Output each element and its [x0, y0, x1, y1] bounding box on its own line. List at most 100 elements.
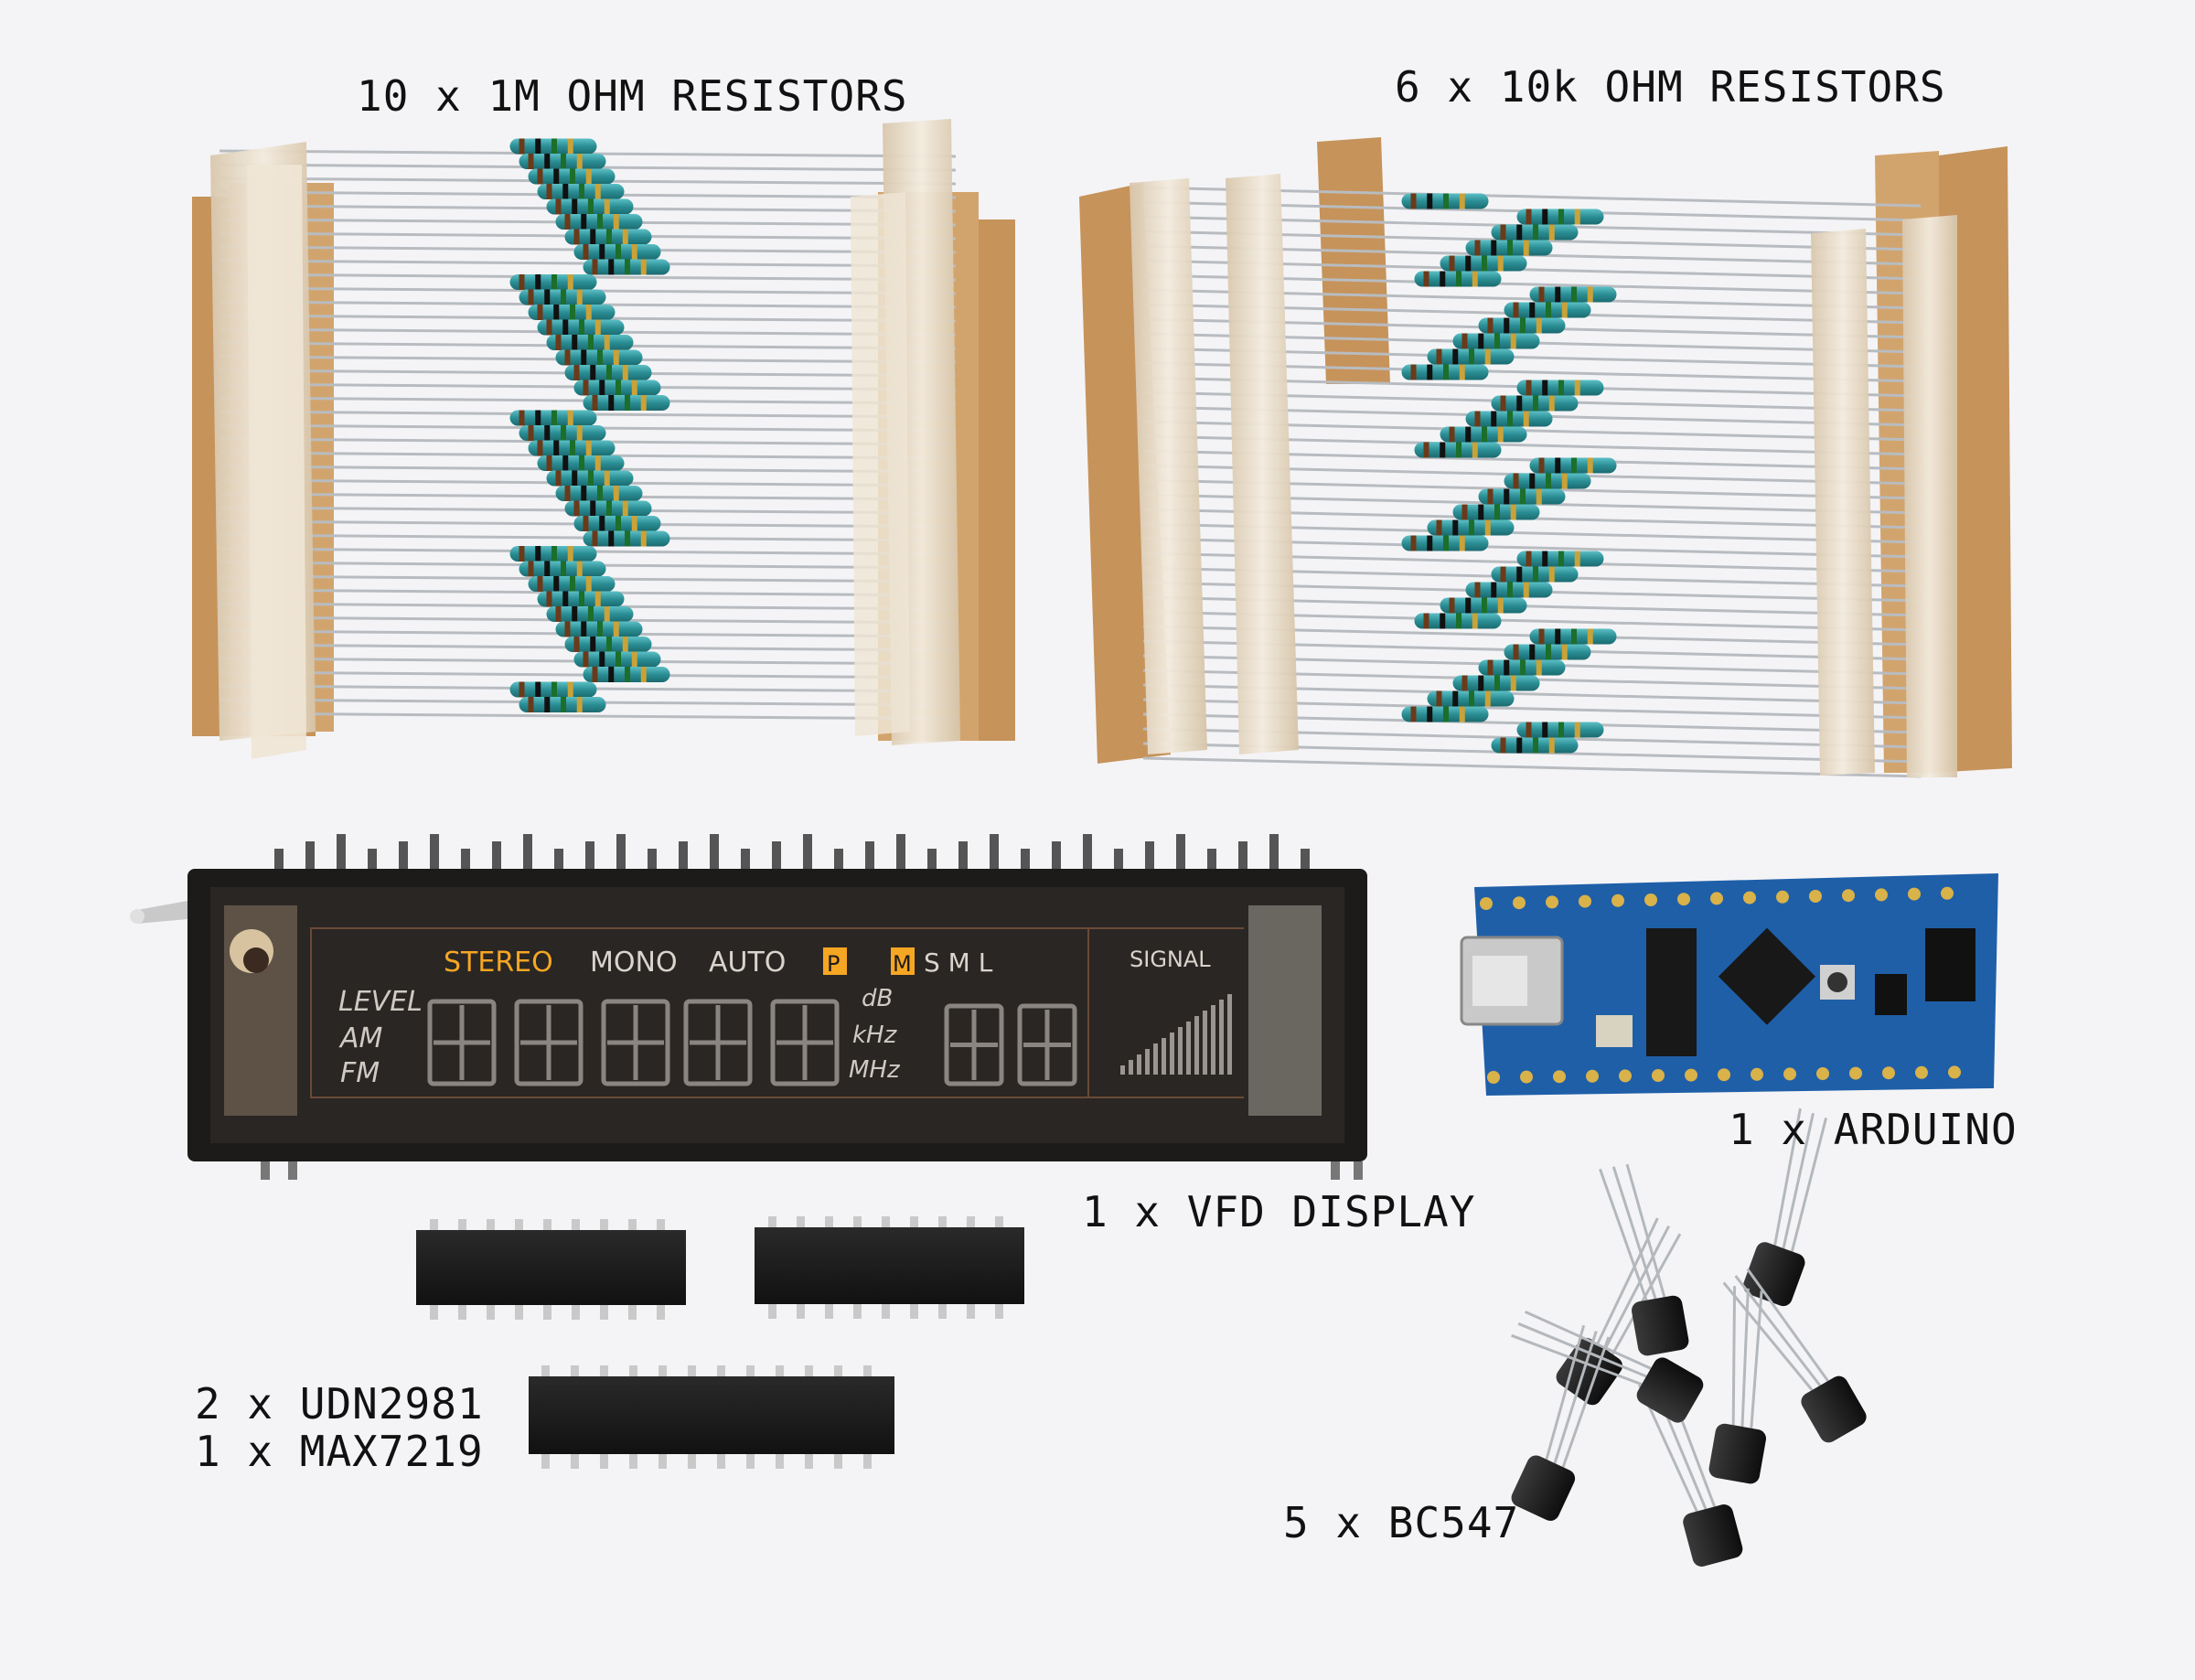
ic-pin [938, 1302, 947, 1319]
header-pad [1644, 894, 1657, 906]
vfd-pin [896, 834, 905, 869]
resistor [509, 138, 597, 155]
vfd-pin [1114, 849, 1123, 869]
resistor [1491, 395, 1579, 412]
ic-udn2981-2 [755, 1216, 1024, 1319]
resistor [1401, 535, 1489, 551]
header-pad [1619, 1069, 1632, 1083]
signal-bar [1162, 1038, 1166, 1075]
vfd-digit [601, 999, 670, 1086]
ic-pin [825, 1302, 833, 1319]
vfd-digit [514, 999, 584, 1086]
resistor [1478, 659, 1566, 676]
resistor [1465, 582, 1553, 598]
resistor [537, 319, 625, 336]
resistor [546, 198, 634, 215]
ic-pin [628, 1219, 637, 1232]
ic-pin [658, 1365, 667, 1378]
p-indicator-box [823, 947, 847, 975]
vfd-grid [310, 927, 1244, 1098]
resistor [1401, 706, 1489, 722]
vfd-pin [990, 834, 999, 869]
ic-pin [629, 1452, 637, 1469]
resistor [537, 591, 625, 607]
ic-pin [882, 1216, 890, 1229]
transistor [1511, 1324, 1611, 1521]
ic-pin [543, 1303, 551, 1320]
vfd-digit [770, 999, 840, 1086]
header-pad [1546, 895, 1558, 909]
ic-pin [572, 1219, 580, 1232]
ic-pin [543, 1219, 551, 1232]
resistor [1401, 193, 1489, 209]
ic-pin [541, 1452, 550, 1469]
signal-bar [1219, 1000, 1224, 1075]
vfd-pin [288, 1161, 297, 1180]
signal-bars [1120, 994, 1232, 1075]
resistor [1529, 457, 1617, 474]
vfd-pins [274, 834, 1310, 869]
signal-bar [1178, 1027, 1183, 1075]
label-vfd: 1 x VFD DISPLAY [1082, 1187, 1476, 1236]
resistor [519, 289, 606, 305]
vfd-mhz: MHz [849, 1056, 901, 1084]
ic-pin [825, 1216, 833, 1229]
ic-pin [515, 1303, 523, 1320]
bc547-transistors [1511, 1108, 1867, 1567]
ic-pin [430, 1303, 438, 1320]
vfd-pin [1021, 849, 1030, 869]
transistor [1708, 1286, 1766, 1484]
header-pad [1487, 1071, 1500, 1084]
ic-pin [834, 1365, 842, 1378]
resistor [1465, 240, 1553, 256]
ic-pin [515, 1219, 523, 1232]
resistor [573, 516, 661, 531]
ic-max7219 [529, 1365, 894, 1469]
resistor [1452, 333, 1540, 349]
crystal [1596, 1015, 1633, 1047]
resistor [1465, 411, 1553, 427]
resistor [537, 184, 625, 199]
resistor [537, 455, 625, 471]
label-max7219: 1 x MAX7219 [195, 1427, 484, 1476]
transistor [1511, 1310, 1704, 1423]
ic-pin [863, 1452, 872, 1469]
vfd-pin [710, 834, 719, 869]
resistor [509, 410, 597, 426]
signal-bar [1227, 994, 1232, 1075]
vfd-signal: SIGNAL [1130, 947, 1211, 972]
resistor [564, 500, 652, 517]
ic-pin [967, 1216, 975, 1229]
resistor [1414, 613, 1502, 629]
reset-button-cap [1827, 972, 1847, 992]
tape-strip [1902, 215, 1957, 777]
resistor [1529, 628, 1617, 645]
ic-pin [853, 1302, 862, 1319]
ic-pin [571, 1452, 579, 1469]
vfd-p: P [827, 951, 840, 977]
tape-strip [1130, 178, 1207, 754]
vfd-pin [834, 849, 843, 869]
vfd-m: M [893, 951, 912, 977]
m-indicator-box [891, 947, 915, 975]
vfd-pin [1269, 834, 1279, 869]
header-pad [1685, 1068, 1697, 1082]
header-pad [1710, 892, 1723, 905]
signal-bar [1203, 1011, 1207, 1075]
vfd-stereo: STEREO [444, 947, 553, 979]
vfd-pin [865, 841, 874, 869]
vfd-pin [958, 841, 968, 869]
ic-pin [572, 1303, 580, 1320]
icsp-header [1925, 928, 1976, 1001]
vfd-mono: MONO [590, 947, 678, 979]
resistor [1516, 551, 1604, 567]
ic-pin [600, 1303, 608, 1320]
resistor [519, 154, 606, 169]
vfd-pin [554, 849, 563, 869]
resistor [1504, 302, 1591, 318]
resistor [546, 606, 634, 622]
header-pad [1586, 1069, 1599, 1083]
resistor [1401, 364, 1489, 380]
ic-pin [430, 1219, 438, 1232]
exhaust-tip-bulb [130, 909, 145, 924]
